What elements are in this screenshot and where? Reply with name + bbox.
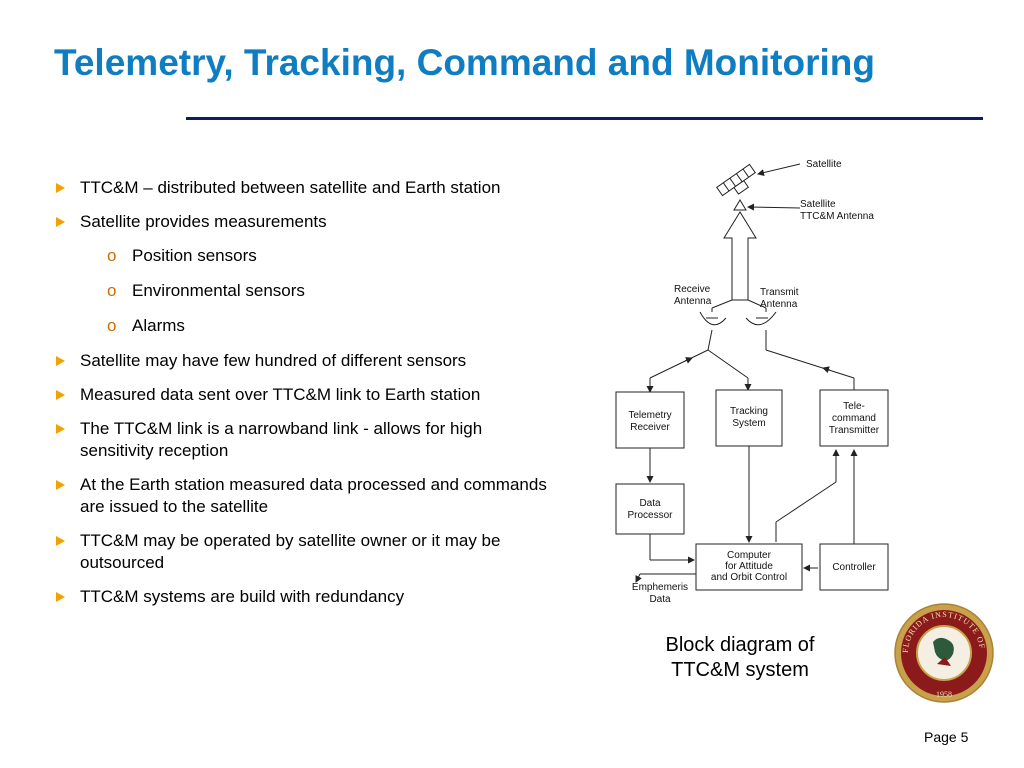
label-satellite-antenna: TTC&M Antenna	[800, 211, 874, 222]
bullet-list: TTC&M – distributed between satellite an…	[56, 177, 556, 620]
label-computer: Computer	[727, 550, 772, 561]
label-transmit-antenna: Transmit	[760, 287, 799, 298]
telecommand-transmitter-box	[819, 389, 889, 447]
arrow-bullet-icon	[56, 536, 65, 546]
computer-box	[695, 543, 803, 591]
arrow-bullet-icon	[56, 480, 65, 490]
telemetry-receiver-box	[615, 391, 685, 449]
arrow-bullet-icon	[56, 390, 65, 400]
bullet-item: TTC&M systems are build with redundancy	[56, 586, 556, 608]
circle-bullet-icon: o	[107, 281, 117, 300]
bullet-item: TTC&M may be operated by satellite owner…	[56, 530, 556, 574]
label-receive-antenna: Receive	[674, 284, 711, 295]
slide-title: Telemetry, Tracking, Command and Monitor…	[54, 42, 875, 83]
bullet-item: Satellite may have few hundred of differ…	[56, 350, 556, 372]
bullet-item: Measured data sent over TTC&M link to Ea…	[56, 384, 556, 406]
circle-bullet-icon: o	[107, 316, 117, 335]
university-seal-logo: FLORIDA INSTITUTE OF TECHNOLOGY 1958	[893, 602, 994, 703]
label-telemetry-receiver: Telemetry	[628, 410, 671, 421]
tracking-system-box	[715, 389, 783, 447]
label-satellite-antenna: Satellite	[800, 199, 836, 210]
arrow-bullet-icon	[56, 592, 65, 602]
seal-year: 1958	[936, 690, 952, 699]
rocket-icon	[937, 657, 951, 666]
label-ephemeris-data: Emphemeris	[632, 582, 688, 593]
label-data-processor: Processor	[627, 510, 673, 521]
arrow-bullet-icon	[56, 217, 65, 227]
label-telecommand-transmitter: command	[832, 413, 876, 424]
label-ephemeris-data: Data	[649, 594, 671, 605]
label-telecommand-transmitter: Transmitter	[829, 425, 880, 436]
bullet-item: The TTC&M link is a narrowband link - al…	[56, 418, 556, 462]
label-tracking-system: Tracking	[730, 406, 768, 417]
diagram-caption: Block diagram of TTC&M system	[665, 634, 815, 681]
data-processor-box	[615, 483, 685, 535]
label-computer: for Attitude	[725, 561, 773, 572]
arrow-bullet-icon	[56, 183, 65, 193]
label-telecommand-transmitter: Tele-	[843, 401, 865, 412]
ttcm-block-diagram: Satellite Satellite TTC&M Antenna Receiv…	[615, 159, 889, 605]
transmit-antenna-icon	[745, 311, 777, 326]
label-transmit-antenna: Antenna	[760, 299, 798, 310]
label-tracking-system: System	[732, 418, 765, 429]
title-underline	[186, 117, 983, 120]
arrow-bullet-icon	[56, 424, 65, 434]
receive-antenna-icon	[699, 311, 727, 326]
label-receive-antenna: Antenna	[674, 296, 712, 307]
page-number: Page 5	[924, 729, 969, 745]
bullet-item: TTC&M – distributed between satellite an…	[56, 177, 556, 199]
label-telemetry-receiver: Receiver	[630, 422, 670, 433]
label-computer: and Orbit Control	[711, 572, 787, 583]
label-controller: Controller	[832, 562, 876, 573]
bullet-item: Satellite provides measurements	[56, 211, 556, 233]
globe-icon	[933, 637, 954, 661]
circle-bullet-icon: o	[107, 246, 117, 265]
satellite-icon	[716, 163, 756, 197]
bullet-item: At the Earth station measured data proce…	[56, 474, 556, 518]
label-data-processor: Data	[639, 498, 661, 509]
arrow-bullet-icon	[56, 356, 65, 366]
controller-box	[819, 543, 889, 591]
label-satellite: Satellite	[806, 159, 842, 170]
